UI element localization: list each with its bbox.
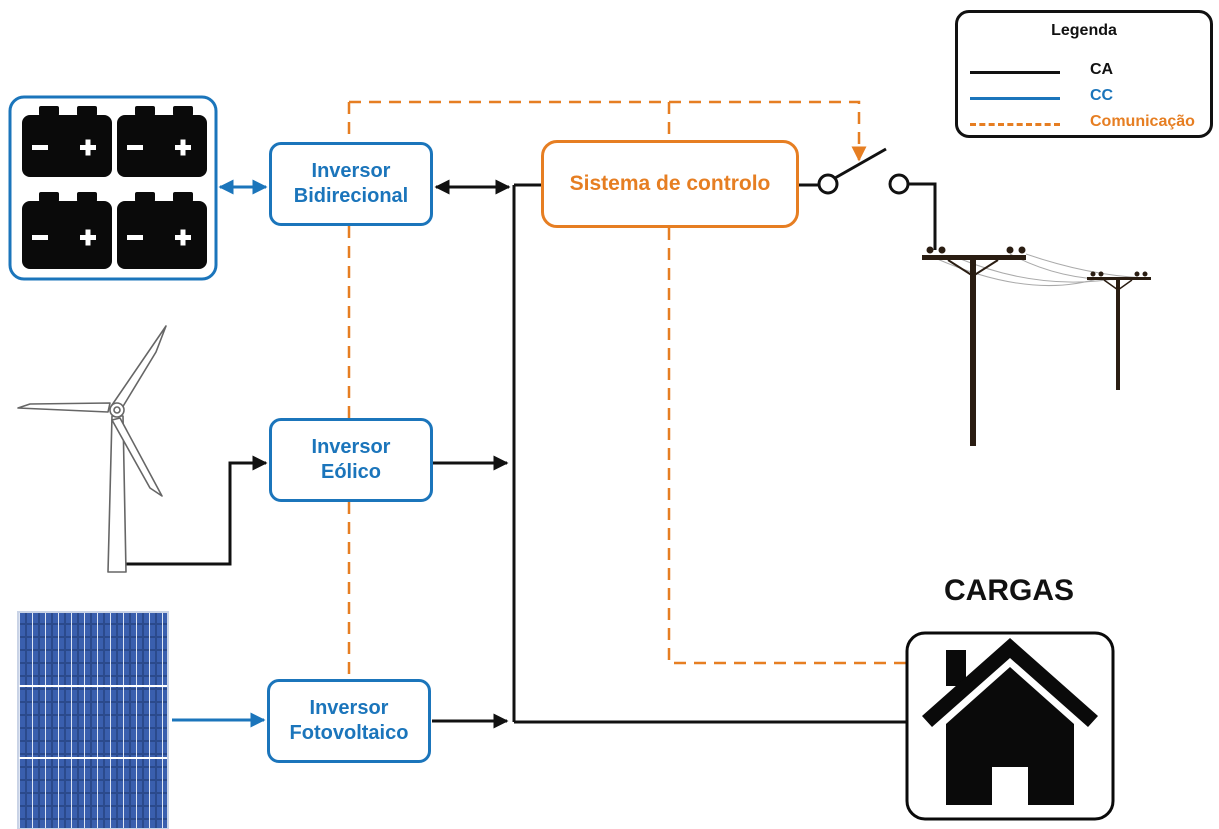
battery-bank-icon — [8, 95, 218, 281]
inverter-bidirectional-box: Inversor Bidirecional — [269, 142, 433, 226]
switch-icon — [817, 147, 910, 195]
wind-turbine-icon — [17, 325, 167, 573]
legend-item-ca: CA — [970, 61, 1210, 83]
legend-label-ca: CA — [1090, 61, 1114, 78]
inverter-wind-line1: Inversor — [311, 436, 391, 458]
solar-panel-icon — [17, 611, 169, 829]
legend-swatch-cc — [970, 97, 1060, 100]
legend-swatch-ca — [970, 71, 1060, 74]
inverter-bidirectional-line1: Inversor — [311, 160, 391, 182]
communication-lines — [347, 100, 907, 680]
legend-swatch-comunicacao — [970, 123, 1060, 126]
inverter-pv-box: Inversor Fotovoltaico — [267, 679, 431, 763]
legend-label-cc: CC — [1090, 87, 1114, 104]
ac-lines — [122, 179, 937, 729]
legend-item-cc: CC — [970, 87, 1210, 109]
house-icon — [905, 631, 1115, 821]
dc-lines — [172, 179, 268, 728]
inverter-bidirectional-line2: Bidirecional — [293, 185, 409, 207]
loads-label: CARGAS — [944, 574, 1075, 607]
legend-label-comunicacao: Comunicação — [1090, 113, 1195, 130]
control-system-label: Sistema de controlo — [569, 171, 771, 195]
inverter-wind-box: Inversor Eólico — [269, 418, 433, 502]
inverter-pv-line2: Fotovoltaico — [289, 722, 409, 744]
inverter-wind-line2: Eólico — [320, 461, 381, 483]
inverter-pv-line1: Inversor — [309, 697, 389, 719]
legend-title: Legenda — [1051, 22, 1117, 39]
legend: Legenda CA CC Comunicação — [955, 10, 1213, 138]
legend-item-comunicacao: Comunicação — [970, 113, 1210, 135]
power-pole-icon — [922, 246, 1151, 446]
control-system-box: Sistema de controlo — [541, 140, 799, 228]
